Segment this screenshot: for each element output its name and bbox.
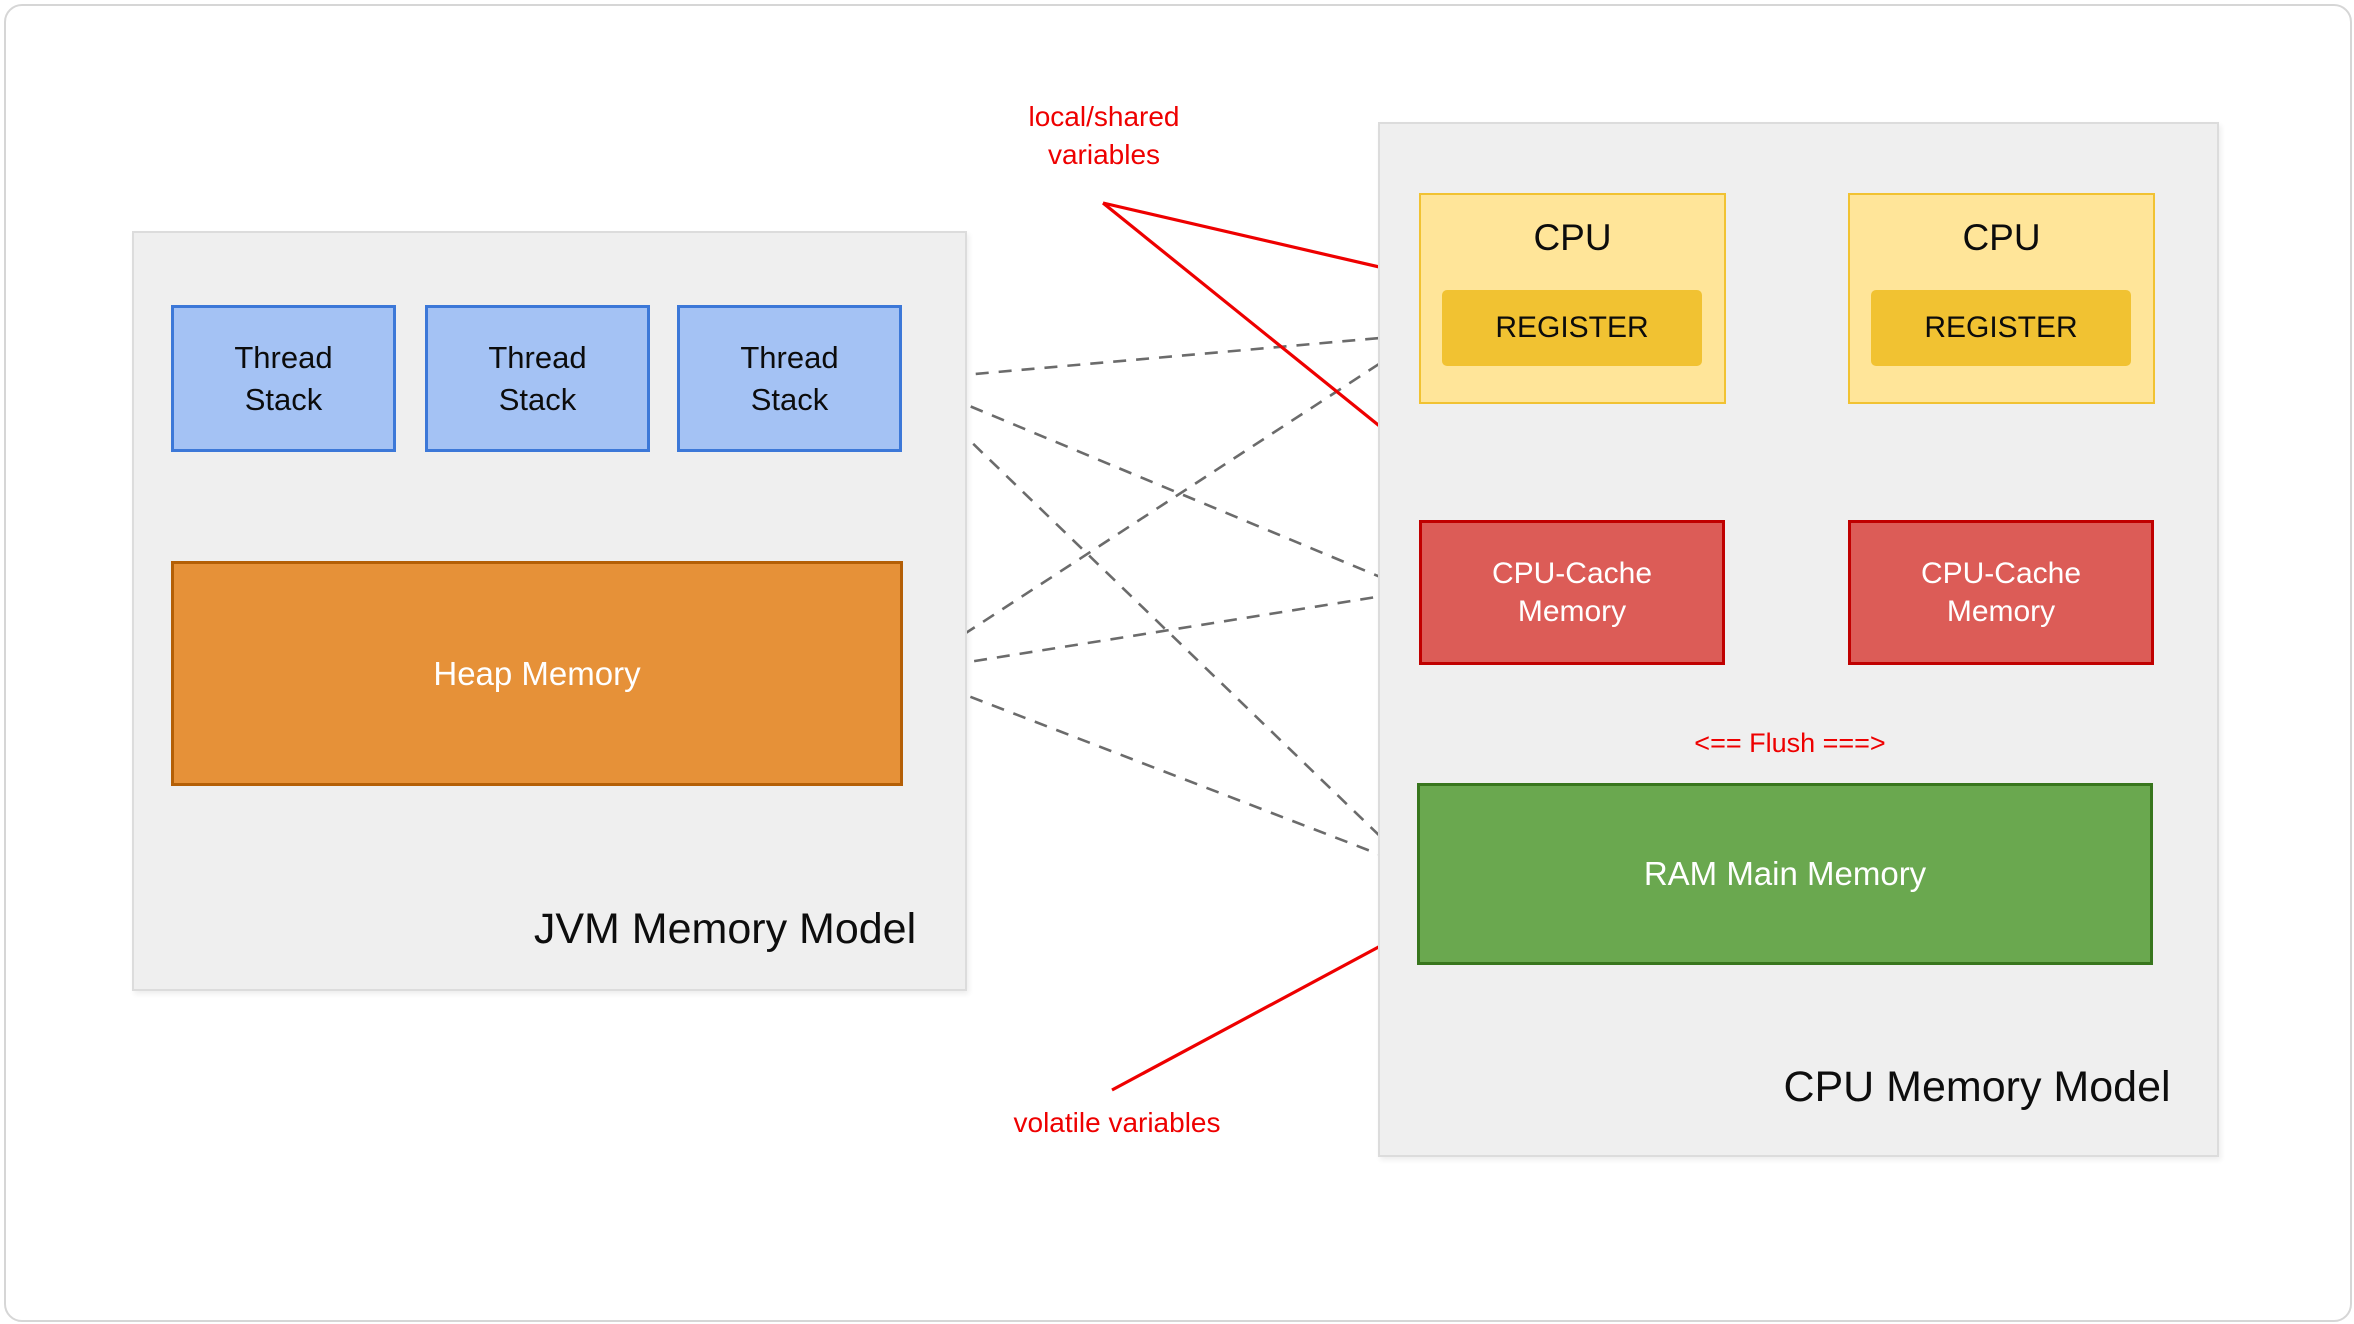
thread-stack-box-3: Thread Stack [677, 305, 902, 452]
thread-stack-box-1: Thread Stack [171, 305, 396, 452]
annotation-volatile-variables: volatile variables [1013, 1107, 1221, 1138]
heap-memory-box: Heap Memory [171, 561, 903, 786]
cpu-box-1: CPU REGISTER [1419, 193, 1726, 404]
thread-stack-box-2: Thread Stack [425, 305, 650, 452]
cpu-label-2: CPU [1962, 217, 2041, 258]
cpu-box-2: CPU REGISTER [1848, 193, 2155, 404]
cpu-panel-title: CPU Memory Model [1783, 1063, 2171, 1111]
jvm-panel-title: JVM Memory Model [533, 905, 917, 953]
page-border [4, 4, 2352, 1322]
annotation-local-shared-variables: local/shared variables [1028, 101, 1180, 170]
cpu-cache-box-2: CPU-Cache Memory [1848, 520, 2154, 665]
register-box-1: REGISTER [1442, 290, 1702, 366]
ram-main-memory-box: RAM Main Memory [1417, 783, 2153, 965]
annotation-flush: <== Flush ===> [1694, 728, 1886, 758]
register-box-2: REGISTER [1871, 290, 2131, 366]
cpu-label-1: CPU [1533, 217, 1612, 258]
cpu-cache-box-1: CPU-Cache Memory [1419, 520, 1725, 665]
